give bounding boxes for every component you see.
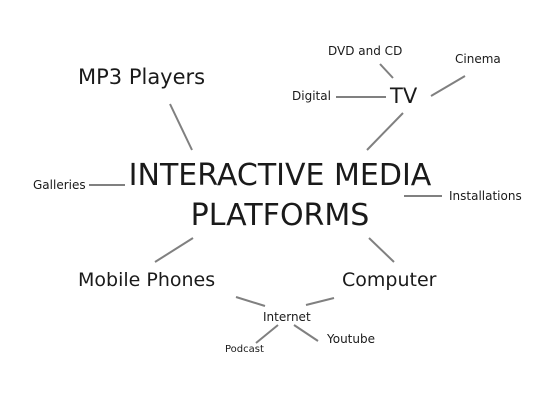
connector-computer <box>368 237 395 263</box>
node-digital: Digital <box>292 89 331 103</box>
node-installations: Installations <box>449 189 522 203</box>
node-tv: TV <box>390 84 418 108</box>
connector-cinema <box>430 75 466 97</box>
connector-youtube <box>293 324 319 342</box>
connector-mobile-internet <box>235 296 266 307</box>
node-galleries: Galleries <box>33 178 86 192</box>
node-cinema: Cinema <box>455 52 501 66</box>
central-topic-line2: PLATFORMS <box>190 198 370 233</box>
node-computer: Computer <box>342 269 437 291</box>
central-topic-line1: INTERACTIVE MEDIA <box>128 158 432 193</box>
node-podcast: Podcast <box>225 344 264 355</box>
connector-dvd <box>379 63 394 79</box>
connector-computer-internet <box>305 297 335 306</box>
node-dvd-and-cd: DVD and CD <box>328 44 403 58</box>
connector-mobile <box>154 237 194 263</box>
connector-mp3 <box>169 103 193 151</box>
central-topic: INTERACTIVE MEDIA PLATFORMS <box>120 156 440 236</box>
node-youtube: Youtube <box>327 332 375 346</box>
node-mobile-phones: Mobile Phones <box>78 269 216 291</box>
node-mp3-players: MP3 Players <box>78 65 206 89</box>
node-internet: Internet <box>263 310 311 324</box>
connector-podcast <box>255 324 279 344</box>
connector-tv <box>366 112 404 151</box>
